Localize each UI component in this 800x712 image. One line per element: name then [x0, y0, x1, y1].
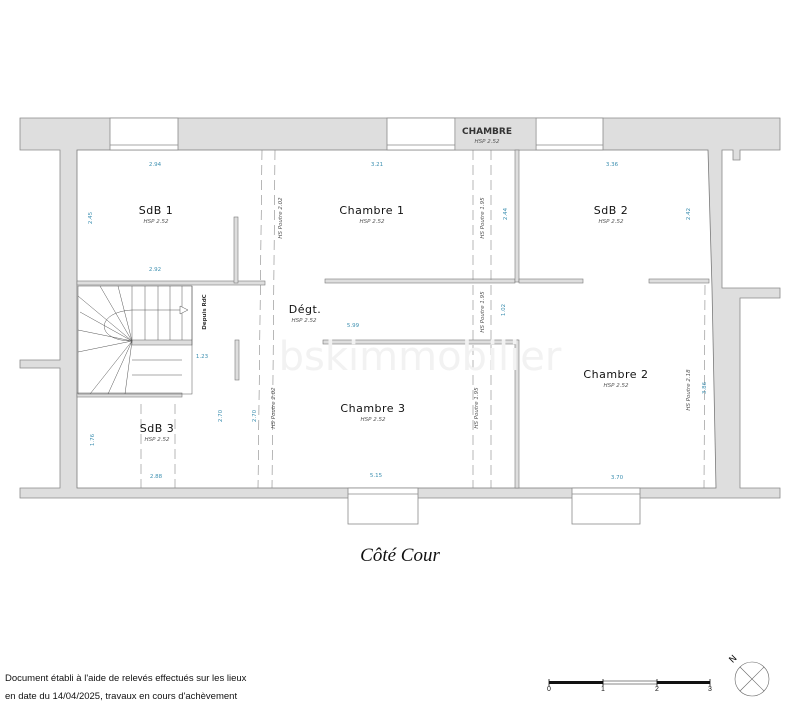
scale-tick: 0: [547, 686, 551, 693]
watermark: bskimmobilier: [279, 334, 562, 380]
windows: [109, 117, 641, 525]
dimension: 2.94: [149, 162, 162, 168]
dimension: 3.86: [702, 381, 708, 394]
dimension: 1.23: [196, 354, 209, 360]
room-chambre2: Chambre 2 HSP 2.52 3.70 3.86: [583, 368, 708, 481]
room-hsp: HSP 2.52: [145, 437, 170, 443]
room-label: SdB 1: [139, 204, 174, 217]
footer-line-2: en date du 14/04/2025, travaux en cours …: [5, 691, 238, 702]
dimension: 2.42: [686, 208, 692, 220]
dimension: 2.88: [150, 474, 163, 480]
dimension: 3.70: [611, 475, 624, 481]
room-hsp: HSP 2.52: [604, 383, 629, 389]
dimension: 2.92: [149, 267, 161, 273]
room-hsp: HSP 2.52: [599, 219, 624, 225]
beam-label: HS Poutre 1.95: [480, 197, 486, 239]
dimension: 3.36: [606, 162, 619, 168]
room-label: Chambre 1: [339, 204, 404, 217]
scale-bar: 0 1 2 3: [547, 679, 712, 693]
beam-label: HS Poutre 2.02: [278, 197, 284, 239]
room-label: Dégt.: [289, 303, 322, 316]
orientation-label: Côté Cour: [360, 545, 440, 566]
room-chambre3: Chambre 3 HSP 2.52 5.15 2.70: [252, 402, 405, 479]
stair-label: Depuis RdC: [202, 294, 208, 329]
footer-line-1: Document établi à l'aide de relevés effe…: [5, 673, 247, 684]
dimension: 1.02: [501, 304, 507, 316]
dimension: 2.45: [88, 211, 94, 224]
dimension: 2.70: [252, 409, 258, 422]
scale-tick: 3: [708, 686, 712, 693]
north-compass-icon: N: [728, 654, 770, 697]
dimension: 5.99: [347, 323, 360, 329]
dimension: 2.44: [503, 207, 509, 220]
room-chambre1: Chambre 1 HSP 2.52 3.21 2.44: [339, 162, 509, 225]
north-label: N: [728, 654, 740, 666]
room-degt: Dégt. HSP 2.52 5.99 1.02 1.23: [196, 303, 507, 360]
footer-note: Document établi à l'aide de relevés effe…: [5, 670, 246, 706]
room-sdb3: SdB 3 HSP 2.52 2.88 1.76 2.70: [90, 409, 224, 480]
beam-lines: [140, 149, 706, 489]
staircase: [77, 285, 193, 395]
scale-tick: 2: [655, 686, 659, 693]
floor: [76, 149, 717, 489]
room-hsp: HSP 2.52: [292, 318, 317, 324]
dimension: 3.21: [371, 162, 383, 168]
beam-label: HS Poutre 2.02: [271, 387, 277, 429]
dimension: 5.15: [370, 473, 383, 479]
dimension: 1.76: [90, 433, 96, 446]
beam-label: HS Poutre 2.18: [686, 369, 692, 411]
room-sdb1: SdB 1 HSP 2.52 2.94 2.92 2.45: [88, 162, 173, 273]
room-label-chambre-top: CHAMBRE: [462, 127, 512, 137]
dimension: 2.70: [218, 409, 224, 422]
room-hsp: HSP 2.52: [360, 219, 385, 225]
room-label: SdB 3: [140, 422, 175, 435]
room-label: SdB 2: [594, 204, 629, 217]
beam-label: HS Poutre 1.95: [474, 387, 480, 429]
room-label: Chambre 2: [583, 368, 648, 381]
room-sdb2: SdB 2 HSP 2.52 3.36 2.42: [594, 162, 692, 225]
partitions: [76, 149, 710, 489]
room-hsp: HSP 2.52: [361, 417, 386, 423]
room-hsp-chambre-top: HSP 2.52: [475, 139, 500, 145]
room-hsp: HSP 2.52: [144, 219, 169, 225]
scale-tick: 1: [601, 686, 605, 693]
beam-label: HS Poutre 1.95: [480, 291, 486, 333]
room-label: Chambre 3: [340, 402, 405, 415]
